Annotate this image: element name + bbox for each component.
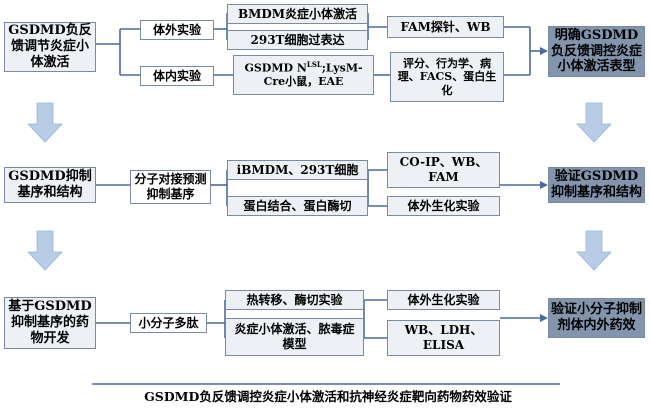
item-gsdmd-mouse: GSDMD NLSL;LysM-Cre小鼠，EAE bbox=[233, 55, 374, 95]
footer-title: GSDMD负反馈调控炎症小体激活和抗神经炎症靶向药物药效验证 bbox=[144, 388, 512, 404]
left-box-row1: GSDMD负反馈调节炎症小体激活 bbox=[4, 22, 96, 72]
down-arrow-right-1 bbox=[576, 102, 612, 143]
item-inflammasome-sepsis: 炎症小体激活、脓毒症模型 bbox=[225, 318, 364, 356]
result-score-pathology: 评分、行为学、病理、FACS、蛋白生化 bbox=[390, 52, 504, 102]
down-arrow-right-2 bbox=[576, 230, 612, 271]
right-box-row1: 明确GSDMD负反馈调控炎症小体激活表型 bbox=[548, 26, 645, 77]
result-invitro-biochem-row3: 体外生化实验 bbox=[387, 290, 500, 310]
down-arrow-left-2 bbox=[27, 230, 63, 271]
method-label-invivo: 体内实验 bbox=[140, 66, 214, 86]
item-thermal-shift: 热转移、酶切实验 bbox=[225, 290, 364, 310]
item-protein-binding: 蛋白结合、蛋白酶切 bbox=[227, 196, 368, 216]
method-label-small-molecule: 小分子多肽 bbox=[130, 313, 207, 333]
result-wb-ldh-elisa: WB、LDH、ELISA bbox=[387, 320, 500, 356]
right-box-row2: 验证GSDMD抑制基序和结构 bbox=[548, 167, 645, 203]
method-label-docking: 分子对接预测抑制基序 bbox=[130, 170, 211, 204]
item-293t-overexpression: 293T细胞过表达 bbox=[227, 30, 368, 50]
result-fam-wb: FAM探针、WB bbox=[387, 16, 504, 38]
item-bmdm-activation: BMDM炎症小体激活 bbox=[227, 4, 368, 24]
superscript-lsl: LSL bbox=[306, 60, 322, 70]
down-arrow-left-1 bbox=[27, 102, 63, 143]
item-ibmdm-293t: iBMDM、293T细胞 bbox=[227, 160, 368, 180]
left-box-row2: GSDMD抑制基序和结构 bbox=[4, 167, 96, 203]
right-box-row3: 验证小分子抑制剂体内外药效 bbox=[548, 298, 645, 338]
result-invitro-biochem-row2: 体外生化实验 bbox=[387, 196, 500, 216]
result-coip-wb-fam: CO-IP、WB、FAM bbox=[387, 152, 500, 188]
left-box-row3: 基于GSDMD抑制基序的药物开发 bbox=[4, 297, 96, 349]
method-label-invitro: 体外实验 bbox=[140, 20, 214, 40]
